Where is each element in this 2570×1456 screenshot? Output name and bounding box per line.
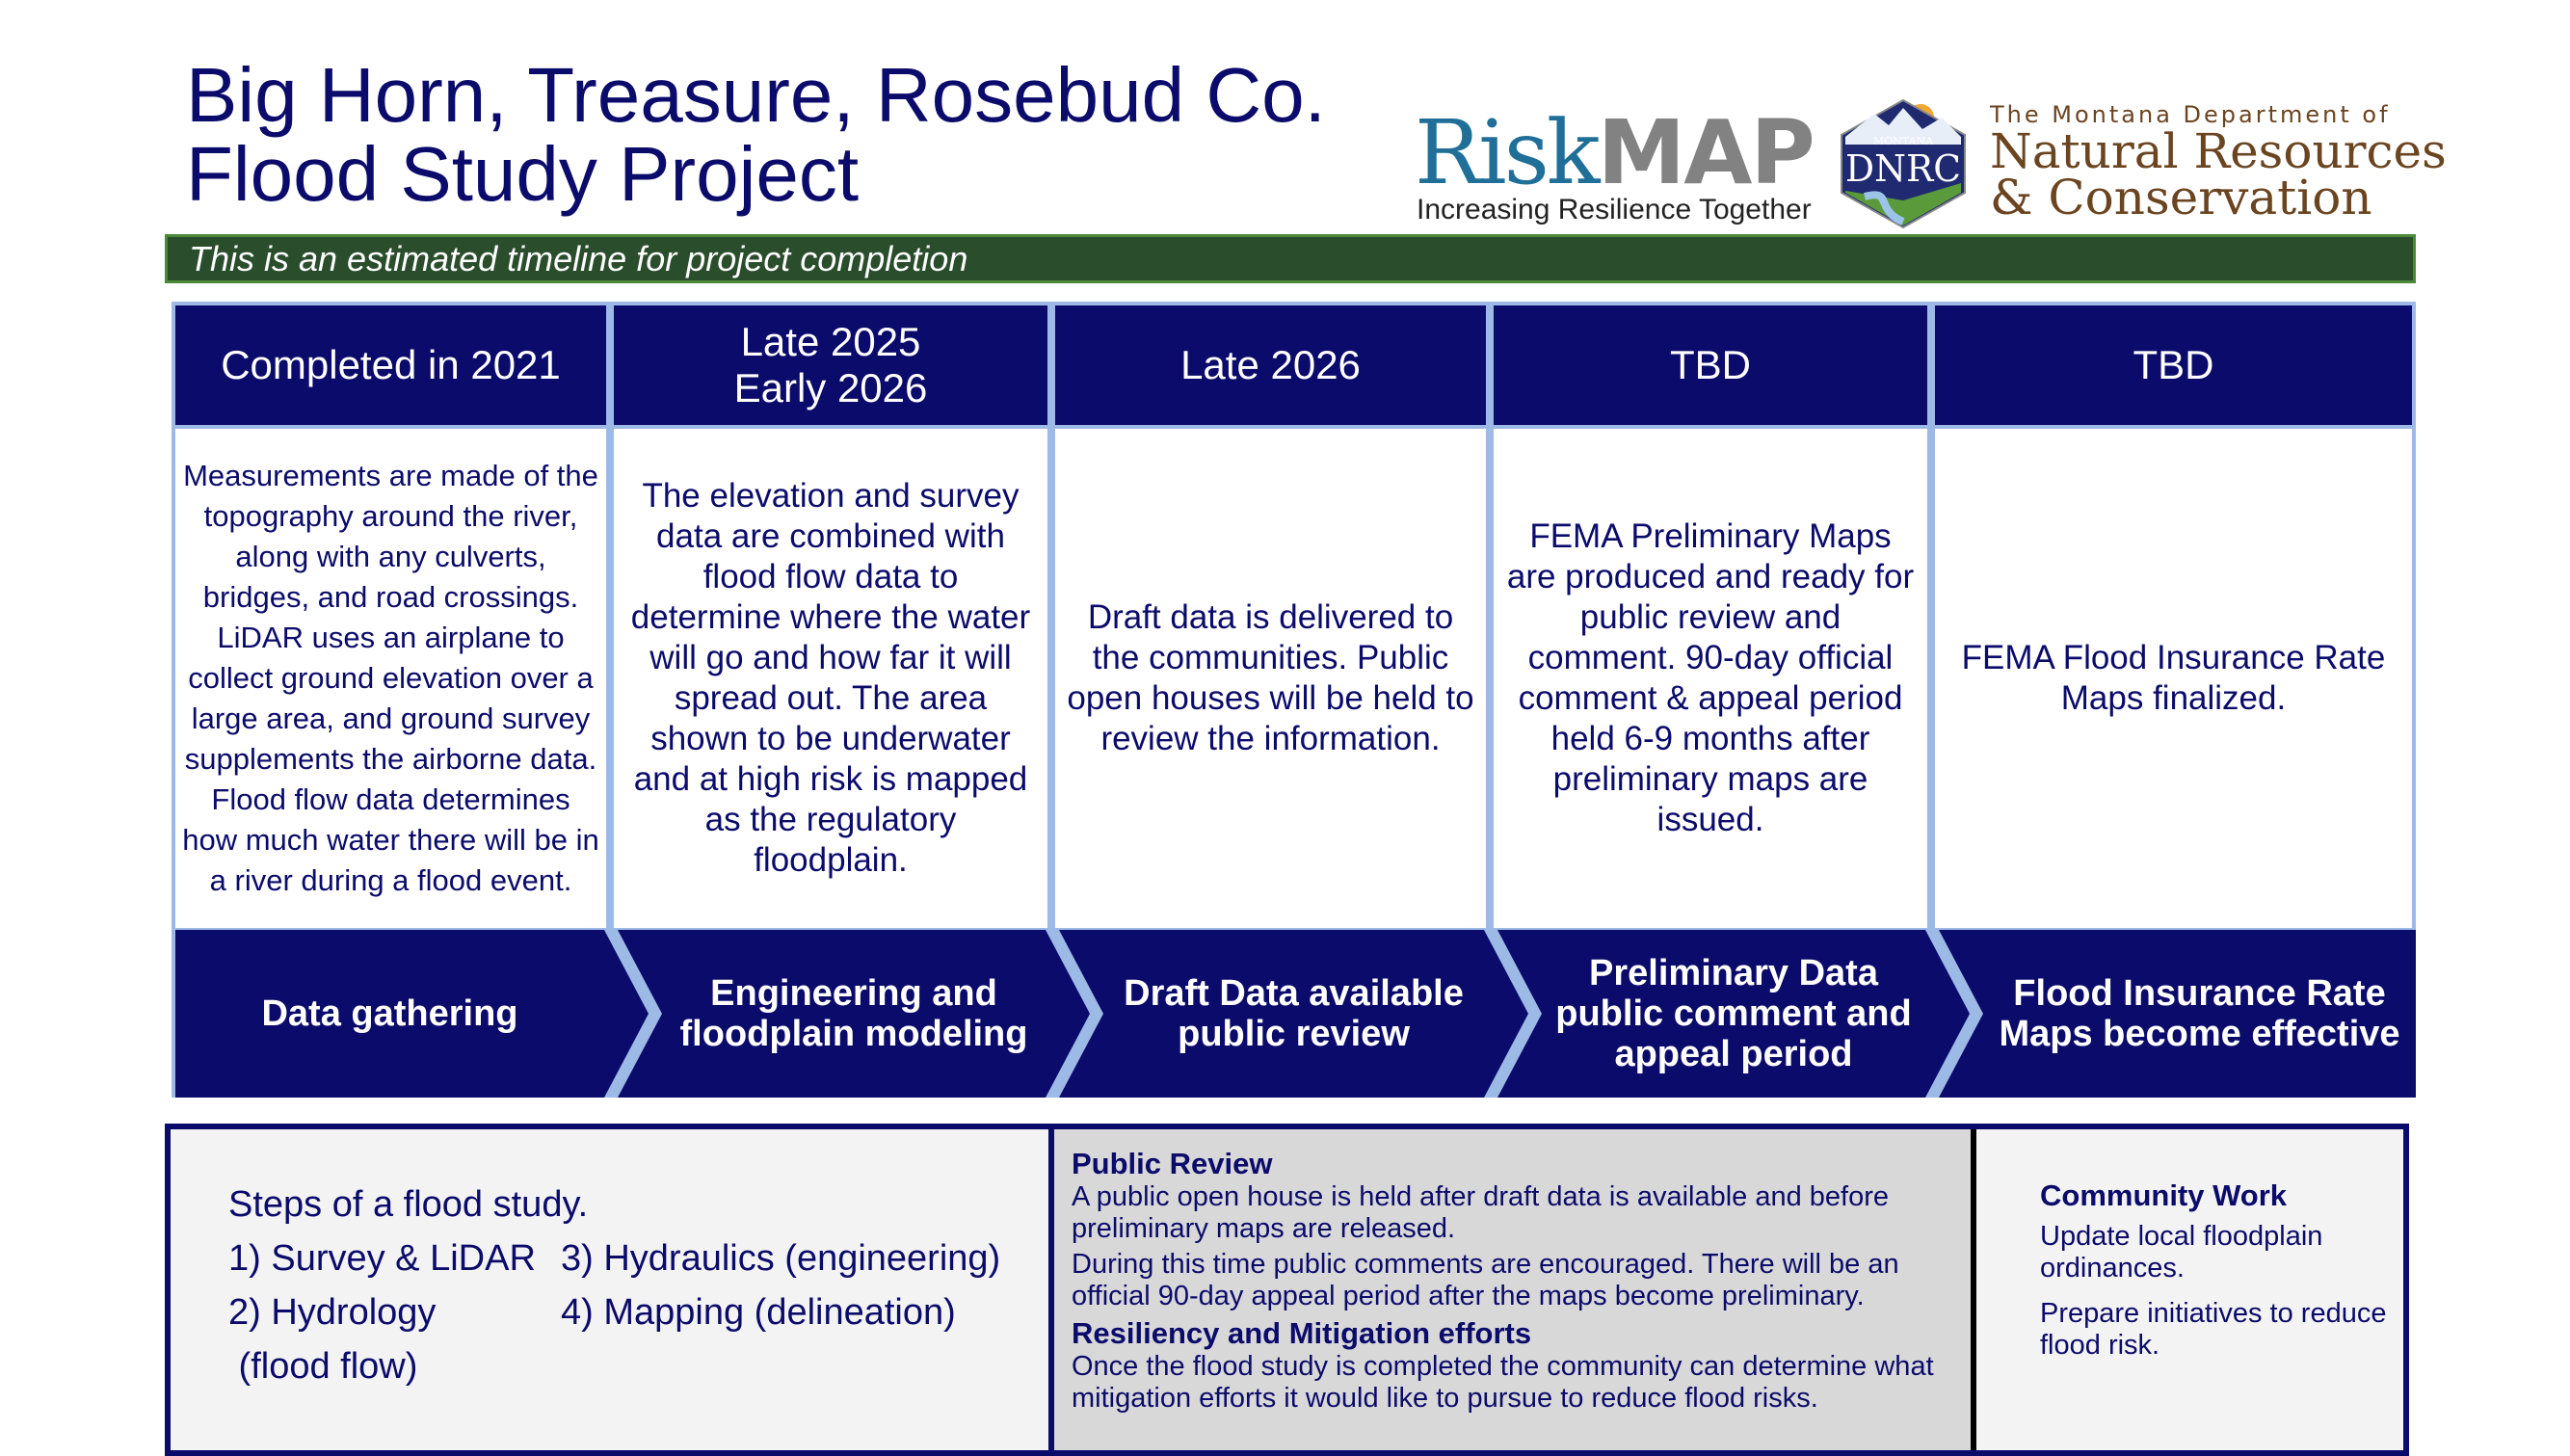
timeline-description-5: FEMA Flood Insurance Rate Maps finalized…: [1935, 429, 2412, 928]
community-heading: Community Work: [2040, 1178, 2288, 1212]
dnrc-badge-icon: MONTANA DNRC: [1841, 98, 1966, 229]
phase-chevron-2: Engineering and floodplain modeling: [618, 930, 1090, 1098]
dnrc-line-2: Natural Resources: [1990, 123, 2447, 179]
title-line-1: Big Horn, Treasure, Rosebud Co.: [186, 52, 1326, 138]
mitigation-heading: Resiliency and Mitigation efforts: [1072, 1316, 1532, 1350]
step-2: 2) Hydrology: [228, 1292, 437, 1333]
dnrc-line-1: The Montana Department of: [1990, 101, 2391, 128]
riskmap-logo: RiskMAP Increasing Resilience Together: [1415, 101, 1815, 225]
riskmap-tagline: Increasing Resilience Together: [1417, 194, 1812, 225]
timeline-date-5: TBD: [1935, 305, 2412, 425]
timeline-date-3: Late 2026: [1055, 305, 1486, 425]
step-4: 4) Mapping (delineation): [561, 1292, 956, 1333]
dnrc-logo-text: The Montana Department of Natural Resour…: [1990, 101, 2447, 225]
dnrc-line-3: & Conservation: [1990, 170, 2372, 225]
page-title: Big Horn, Treasure, Rosebud Co. Flood St…: [186, 56, 1326, 214]
step-2-note: (flood flow): [228, 1346, 418, 1387]
riskmap-logo-risk: Risk: [1415, 101, 1601, 204]
phase-chevron-1: Data gathering: [175, 930, 649, 1098]
riskmap-logo-map: MAP: [1597, 101, 1815, 204]
community-text-1: Update local floodplain ordinances.: [2040, 1221, 2323, 1284]
public-review-text-2: During this time public comments are enc…: [1072, 1249, 1899, 1311]
step-1: 1) Survey & LiDAR: [228, 1238, 536, 1279]
phase-chevron-3: Draft Data available public review: [1059, 930, 1528, 1098]
timeline-description-3: Draft data is delivered to the communiti…: [1055, 429, 1486, 928]
svg-text:DNRC: DNRC: [1845, 147, 1961, 190]
step-3: 3) Hydraulics (engineering): [561, 1238, 1001, 1279]
mitigation-text: Once the flood study is completed the co…: [1072, 1351, 1934, 1414]
timeline-date-4: TBD: [1494, 305, 1927, 425]
svg-text:MONTANA: MONTANA: [1873, 135, 1934, 147]
steps-title: Steps of a flood study.: [228, 1184, 589, 1225]
timeline-date-2: Late 2025 Early 2026: [614, 305, 1047, 425]
community-work-box: Community Work Update local floodplain o…: [1982, 1129, 2403, 1450]
phase-chevron-4: Preliminary Data public comment and appe…: [1497, 930, 1970, 1098]
public-review-box: Public Review A public open house is hel…: [1054, 1129, 1976, 1450]
public-review-heading: Public Review: [1072, 1147, 1273, 1180]
timeline-banner: This is an estimated timeline for projec…: [165, 234, 2416, 283]
info-panel: Steps of a flood study. 1) Survey & LiDA…: [165, 1124, 2409, 1456]
public-review-text-1: A public open house is held after draft …: [1072, 1181, 1890, 1244]
timeline-description-2: The elevation and survey data are combin…: [614, 429, 1047, 928]
timeline-description-4: FEMA Preliminary Maps are produced and r…: [1494, 429, 1927, 928]
title-line-2: Flood Study Project: [186, 131, 860, 217]
timeline-date-1: Completed in 2021: [175, 305, 606, 425]
community-text-2: Prepare initiatives to reduce flood risk…: [2040, 1298, 2387, 1361]
phase-chevron-5: Flood Insurance Rate Maps become effecti…: [1939, 930, 2416, 1098]
timeline-description-1: Measurements are made of the topography …: [175, 429, 606, 928]
steps-box: Steps of a flood study. 1) Survey & LiDA…: [171, 1129, 1054, 1450]
